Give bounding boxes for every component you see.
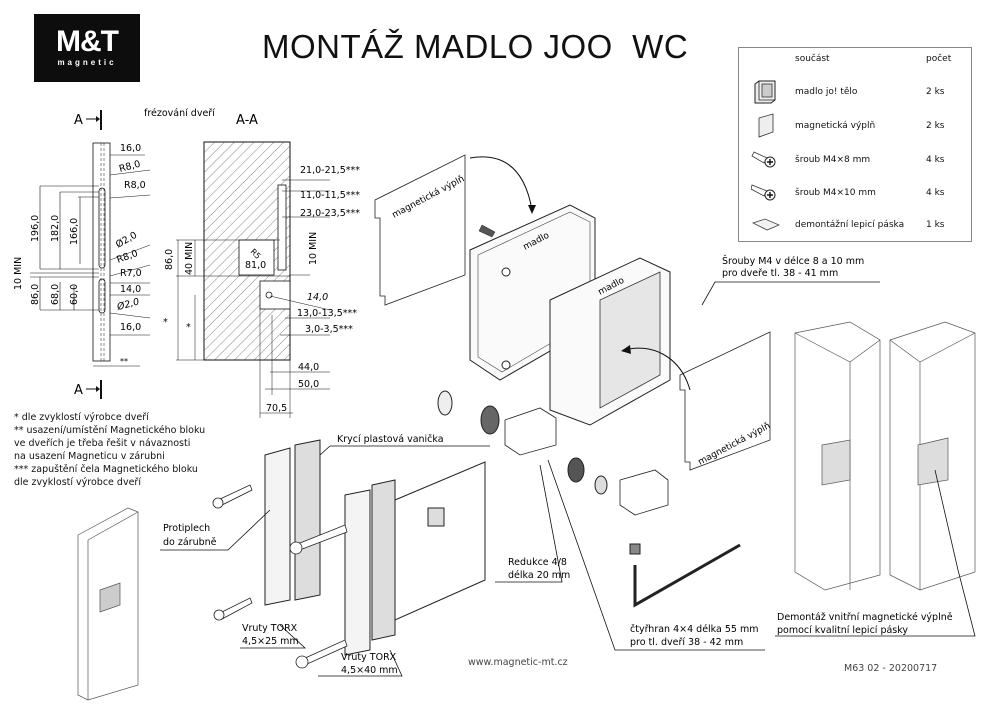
drawing-label: 14,0 xyxy=(120,284,141,295)
leader-lines xyxy=(160,281,976,677)
drawing-label: Vruty TORX xyxy=(341,652,397,663)
drawing-label: Krycí plastová vanička xyxy=(337,434,444,445)
drawing-label: Protiplech xyxy=(163,523,210,534)
website-link[interactable]: www.magnetic-mt.cz xyxy=(468,657,568,668)
parts-header-count: počet xyxy=(926,54,952,64)
drawing-label: Ø2,0 xyxy=(115,296,141,313)
drawing-label: 86,0 xyxy=(164,249,175,270)
adhesive-tape-icon xyxy=(751,218,781,231)
parts-row: šroub M4×8 mm 4 ks xyxy=(739,146,971,176)
note-line: na usazení Magneticu v zárubni xyxy=(14,451,165,462)
drawing-label: 16,0 xyxy=(120,143,141,154)
logo-subtitle: magnetic xyxy=(57,58,117,67)
front-view xyxy=(30,142,151,367)
door-left-small xyxy=(77,507,139,701)
drawing-label: délka 20 mm xyxy=(508,570,570,581)
magnetic-insert-icon xyxy=(758,113,774,138)
logo-brand: M&T xyxy=(56,25,119,58)
door-pair-right xyxy=(794,321,976,591)
drawing-label: 68,0 xyxy=(50,284,61,305)
drawing-label: * xyxy=(186,322,191,333)
drawing-label: 40 MIN xyxy=(184,242,195,275)
parts-row: madlo jo! tělo 2 ks xyxy=(739,78,971,108)
drawing-label: R8,0 xyxy=(124,180,146,191)
drawing-label: 50,0 xyxy=(298,379,319,390)
drawing-label: 4,5×25 mm xyxy=(242,636,299,647)
drawing-label: čtyřhran 4×4 délka 55 mm xyxy=(630,624,758,635)
section-view xyxy=(176,141,331,418)
note-line: ** usazení/umístění Magnetického bloku xyxy=(14,425,206,436)
drawing-label: R7,0 xyxy=(120,268,142,279)
drawing-label: 3,0-3,5*** xyxy=(305,324,353,335)
drawing-label: pro tl. dveří 38 - 42 mm xyxy=(630,637,743,648)
part-name: madlo jo! tělo xyxy=(795,87,858,97)
front-view-dims: 16,0 R8,0 R8,0 Ø2,0 R8,0 R7,0 14,0 Ø2,0 … xyxy=(13,143,146,366)
drawing-label: A xyxy=(74,383,83,398)
drawing-label: 81,0 xyxy=(245,260,266,271)
drawing-label: 16,0 xyxy=(120,322,141,333)
document-code: M63 02 - 20200717 xyxy=(844,663,938,674)
part-name: šroub M4×8 mm xyxy=(795,155,871,165)
part-count: 2 ks xyxy=(926,87,945,97)
drawing-label: 4,5×40 mm xyxy=(341,665,398,676)
page-title: MONTÁŽ MADLO JOO WC xyxy=(262,28,689,65)
drawing-label: pomocí kvalitní lepicí pásky xyxy=(777,625,908,636)
lock-body-assembly xyxy=(264,439,486,656)
drawing-label: Redukce 4/8 xyxy=(508,557,567,568)
drawing-label: 10 MIN xyxy=(308,232,319,265)
drawing-label: ** xyxy=(120,357,128,366)
note-line: ve dveřích je třeba řešit v návaznosti xyxy=(14,438,191,449)
frame-screws xyxy=(212,484,348,669)
part-name: magnetická výplň xyxy=(795,121,876,131)
footnotes: * dle zvyklostí výrobce dveří ** usazení… xyxy=(14,411,205,489)
handle-body-icon xyxy=(754,80,776,104)
drawing-label: 21,0-21,5*** xyxy=(300,165,360,176)
screw-icon xyxy=(751,151,776,168)
drawing-label: 182,0 xyxy=(50,215,61,242)
handle-body-rear: madlo xyxy=(549,257,671,426)
drawing-label: Demontáž vnitřní magnetické výplně xyxy=(777,612,953,623)
drawing-label: do zárubně xyxy=(163,537,217,548)
note-line: dle zvyklostí výrobce dveří xyxy=(14,477,141,488)
drawing-label: 13,0-13,5*** xyxy=(297,308,357,319)
part-name: šroub M4×10 mm xyxy=(795,188,876,198)
drawing-label: 11,0-11,5*** xyxy=(300,190,360,201)
part-count: 1 ks xyxy=(926,220,945,230)
drawing-label: 10 MIN xyxy=(13,257,24,290)
drawing-label: 60,0 xyxy=(69,284,80,305)
parts-row: šroub M4×10 mm 4 ks xyxy=(739,179,971,209)
note-line: *** zapuštění čela Magnetického bloku xyxy=(14,464,198,475)
brand-logo: M&T magnetic xyxy=(34,14,140,82)
part-count: 4 ks xyxy=(926,155,945,165)
drawing-label: 86,0 xyxy=(30,284,41,305)
drawing-label: 196,0 xyxy=(30,215,41,242)
section-dims: 21,0-21,5*** 11,0-11,5*** 23,0-23,5*** 1… xyxy=(163,165,360,414)
parts-header-part: součást xyxy=(795,54,830,64)
drawing-label: 23,0-23,5*** xyxy=(300,208,360,219)
drawing-label: R8,0 xyxy=(118,159,142,175)
note-line: * dle zvyklostí výrobce dveří xyxy=(14,412,149,423)
spindle-assembly xyxy=(437,390,741,608)
drawing-label: pro dveře tl. 38 - 41 mm xyxy=(722,268,838,279)
drawing-label: Vruty TORX xyxy=(242,623,298,634)
part-name: demontážní lepicí páska xyxy=(795,220,905,230)
drawing-label: 14,0 xyxy=(307,292,328,303)
screw-icon xyxy=(751,184,776,201)
drawing-label: A xyxy=(74,113,83,128)
drawing-label: 44,0 xyxy=(298,362,319,373)
part-count: 2 ks xyxy=(926,121,945,131)
drawing-label: * xyxy=(163,317,168,328)
drawing-label: 166,0 xyxy=(69,218,80,245)
section-mark-a-bottom: A xyxy=(74,380,102,399)
drawing-label: Šrouby M4 v délce 8 a 10 mm xyxy=(722,255,864,267)
parts-row: demontážní lepicí páska 1 ks xyxy=(739,211,971,241)
milling-label: frézování dveří xyxy=(144,108,215,119)
section-label: A-A xyxy=(236,113,258,128)
drawing-label: 70,5 xyxy=(266,403,287,414)
callout-labels: Šrouby M4 v délce 8 a 10 mm pro dveře tl… xyxy=(163,255,953,676)
section-mark-a-top: A xyxy=(74,110,102,130)
parts-table: součást počet madlo jo! tělo 2 ks magnet… xyxy=(738,47,972,242)
part-count: 4 ks xyxy=(926,188,945,198)
parts-row: magnetická výplň 2 ks xyxy=(739,112,971,142)
